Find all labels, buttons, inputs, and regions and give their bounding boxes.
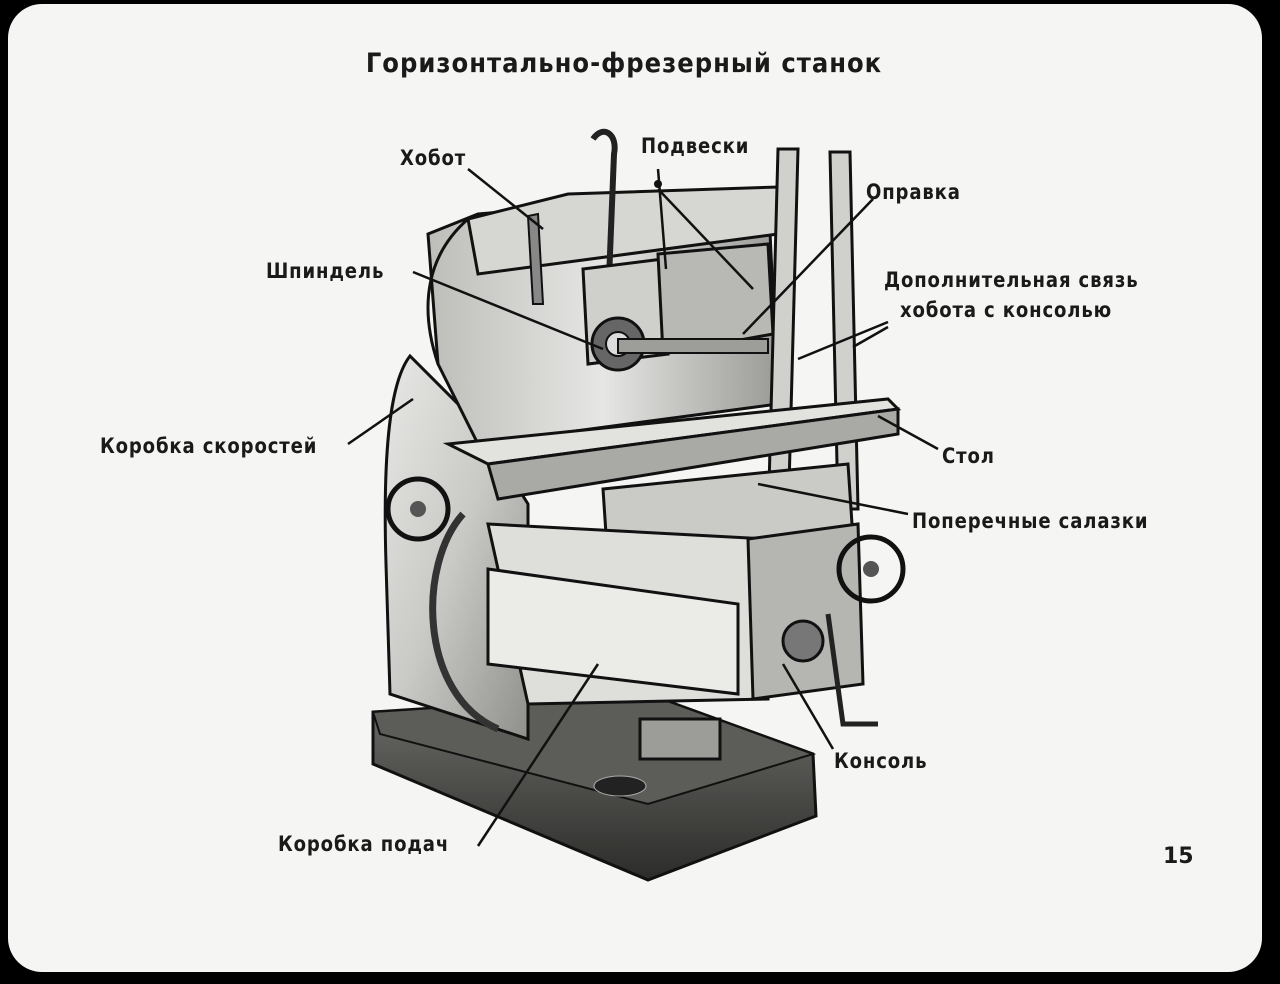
label-korobka-podach: Коробка подач xyxy=(278,832,450,856)
arbor-shaft xyxy=(617,338,769,354)
milling-machine-illustration xyxy=(347,128,939,882)
arbor-supports xyxy=(581,242,775,372)
leader-lines xyxy=(347,168,939,847)
label-hobot: Хобот xyxy=(400,146,467,170)
handwheels xyxy=(385,476,906,727)
label-dop-svyaz-line2: хобота с консолью xyxy=(900,298,1113,322)
page-number: 15 xyxy=(1163,844,1194,869)
label-dop-svyaz-line1: Дополнительная связь xyxy=(884,268,1139,292)
feed-gearbox xyxy=(429,511,740,761)
label-podveski: Подвески xyxy=(641,134,750,158)
worktable xyxy=(442,397,902,501)
overarm xyxy=(466,128,780,305)
label-shpindel: Шпиндель xyxy=(266,259,385,283)
slide-frame: Горизонтально-фрезерный станок Хобот Под… xyxy=(8,4,1262,972)
label-stol: Стол xyxy=(942,444,995,468)
leader-dots xyxy=(654,180,662,188)
label-poperechnye-salazki: Поперечные салазки xyxy=(912,509,1149,533)
label-korobka-skorostey: Коробка скоростей xyxy=(100,434,318,458)
slide-title: Горизонтально-фрезерный станок xyxy=(365,48,883,79)
label-opravka: Оправка xyxy=(866,180,961,204)
label-konsol: Консоль xyxy=(834,749,928,773)
